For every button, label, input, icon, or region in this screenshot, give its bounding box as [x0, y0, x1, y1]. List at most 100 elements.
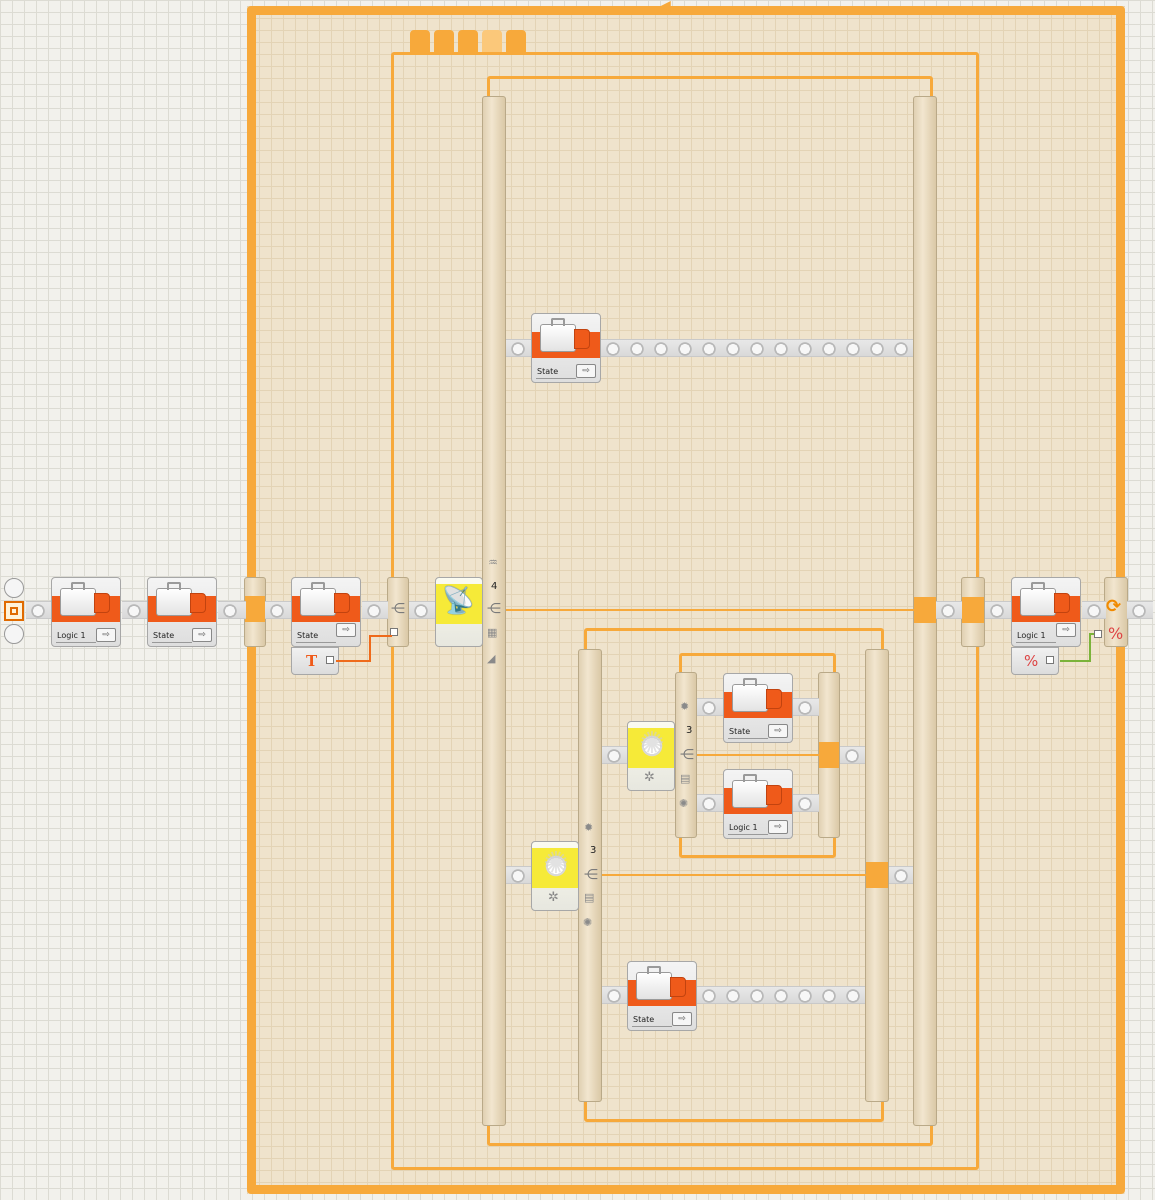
switch-tab-1[interactable]	[410, 30, 430, 52]
switch-receive-tabs[interactable]	[410, 30, 530, 52]
logic-plug-port[interactable]	[1046, 656, 1054, 664]
light-outer-case-icon-3: ✺	[583, 916, 593, 929]
block-label: State	[729, 727, 751, 736]
variable-block-state-in-loop[interactable]: State ⇨	[291, 577, 361, 647]
light-sensor-block-outer[interactable]: ✲	[531, 841, 579, 911]
variable-block-state-bottom[interactable]: State ⇨	[627, 961, 697, 1031]
loop-start-plug	[245, 596, 265, 622]
text-plug-box[interactable]: T	[291, 647, 339, 675]
briefcase-icon	[732, 774, 768, 808]
switch-entry-port[interactable]	[390, 628, 398, 636]
light-inner-case-wire	[697, 754, 819, 756]
switch-tab-5[interactable]	[506, 30, 526, 52]
data-hub-icon[interactable]: ⇨	[768, 724, 788, 738]
briefcase-icon	[1020, 582, 1056, 616]
sequence-rail-c	[265, 601, 291, 619]
loop-condition-not-icon: %	[1108, 624, 1124, 643]
light-inner-fork-icon: ⋲	[680, 747, 694, 763]
sensor-config-gear-icon: ✲	[548, 890, 559, 905]
variable-block-logic1-inner[interactable]: Logic 1 ⇨	[723, 769, 793, 839]
switch-receive-case-wire	[506, 609, 914, 611]
switch-light-inner-right-plug	[819, 742, 839, 768]
sequence-start-ring-bottom	[4, 624, 24, 644]
branch-rail-inner-top-left	[697, 698, 723, 716]
data-hub-icon[interactable]: ⇨	[576, 364, 596, 378]
light-outer-case-wire	[602, 874, 866, 876]
sequence-rail-e	[409, 601, 435, 619]
branch-rail-light-outer-in	[506, 866, 532, 884]
light-outer-case-icon-1: ✹	[584, 821, 594, 834]
block-label: Logic 1	[57, 631, 86, 640]
variable-block-state-top-branch[interactable]: State ⇨	[531, 313, 601, 383]
switch-tab-2[interactable]	[434, 30, 454, 52]
light-inner-case-icon-2: ▤	[680, 772, 691, 785]
switch-tab-4[interactable]	[482, 30, 502, 52]
light-outer-case-icon-2: ▤	[584, 891, 595, 904]
data-hub-icon[interactable]: ⇨	[192, 628, 212, 642]
variable-block-logic1-left[interactable]: Logic 1 ⇨	[51, 577, 121, 647]
variable-block-state-left[interactable]: State ⇨	[147, 577, 217, 647]
light-inner-case-icon-3: ✺	[679, 797, 689, 810]
variable-block-state-inner-top[interactable]: State ⇨	[723, 673, 793, 743]
light-outer-fork-icon: ⋲	[584, 867, 598, 883]
branch-rail-top-left	[506, 339, 532, 357]
light-outer-case-count: 3	[590, 845, 597, 856]
switch-light-outer-right-plug	[866, 862, 888, 888]
briefcase-icon	[732, 678, 768, 712]
switch-case-icon-2: ▦	[487, 626, 498, 639]
switch-receive-fork-icon: ⋲	[487, 601, 501, 617]
sequence-rail-f	[936, 601, 962, 619]
briefcase-icon	[540, 318, 576, 352]
switch-receive-right-plug	[914, 597, 936, 623]
data-hub-icon[interactable]: ⇨	[672, 1012, 692, 1026]
light-sun-icon	[638, 726, 666, 761]
sequence-rail-end	[1127, 601, 1153, 619]
switch-case-icon-1: ♒	[488, 556, 498, 569]
text-data-wire	[336, 635, 392, 662]
branch-rail-inner-bottom-right	[793, 794, 819, 812]
sequence-rail-start	[26, 601, 52, 619]
switch-entry-fork-icon: ⋲	[391, 601, 405, 617]
switch-light-inner-left-beam[interactable]	[675, 672, 697, 838]
text-plug-port[interactable]	[326, 656, 334, 664]
light-sensor-block-inner[interactable]: ✲	[627, 721, 675, 791]
briefcase-icon	[300, 582, 336, 616]
block-label: Logic 1	[1017, 631, 1046, 640]
branch-rail-bottom-right	[697, 986, 865, 1004]
data-hub-icon[interactable]: ⇨	[336, 623, 356, 637]
logic-plug-box[interactable]: %	[1011, 647, 1059, 675]
sequence-start-ring-top	[4, 578, 24, 598]
text-type-icon: T	[306, 652, 318, 670]
data-hub-icon[interactable]: ⇨	[1056, 623, 1076, 637]
switch-case-icon-3: ◢	[487, 652, 496, 665]
briefcase-icon	[156, 582, 192, 616]
switch-receive-case-count: 4	[491, 581, 498, 592]
light-inner-case-icon-1: ✹	[680, 700, 690, 713]
sequence-start-point[interactable]	[4, 601, 24, 621]
receive-message-block[interactable]: 📡	[435, 577, 483, 647]
light-sun-icon	[542, 846, 570, 881]
sequence-rail-d	[362, 601, 388, 619]
branch-rail-inner-top-right	[793, 698, 819, 716]
variable-block-logic1-right[interactable]: Logic 1 ⇨	[1011, 577, 1081, 647]
loop-condition-port[interactable]	[1094, 630, 1102, 638]
branch-rail-light-outer-out	[889, 866, 913, 884]
satellite-dish-icon: 📡	[442, 586, 475, 616]
branch-rail-light-inner-out	[840, 746, 865, 764]
block-label: State	[153, 631, 175, 640]
block-label: State	[297, 631, 319, 640]
block-label: Logic 1	[729, 823, 758, 832]
sequence-rail-g	[985, 601, 1011, 619]
logic-type-icon: %	[1024, 652, 1039, 670]
loop-direction-arrow: ◀	[660, 0, 671, 14]
data-hub-icon[interactable]: ⇨	[768, 820, 788, 834]
data-hub-icon[interactable]: ⇨	[96, 628, 116, 642]
block-label: State	[537, 367, 559, 376]
switch-tab-3[interactable]	[458, 30, 478, 52]
loop-icon[interactable]: ⟳	[1106, 596, 1122, 617]
branch-rail-top-right	[601, 339, 913, 357]
sequence-rail-a	[122, 601, 148, 619]
switch-light-outer-left-beam[interactable]	[578, 649, 602, 1102]
sequence-rail-h	[1082, 601, 1106, 619]
briefcase-icon	[636, 966, 672, 1000]
